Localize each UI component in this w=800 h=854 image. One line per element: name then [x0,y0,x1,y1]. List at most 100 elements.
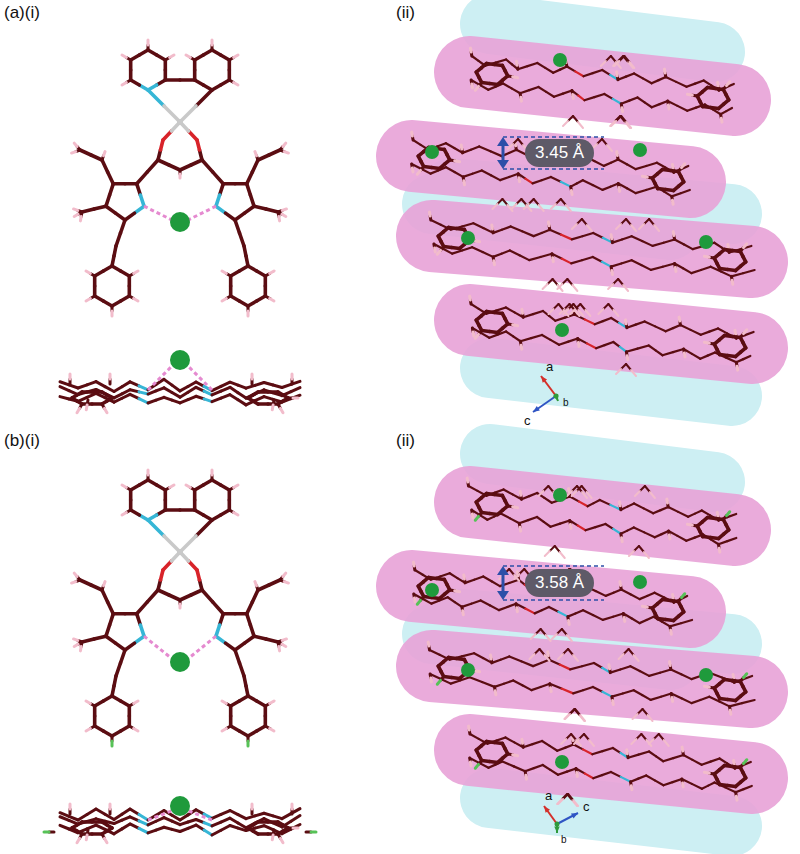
bond [196,90,212,106]
bond [582,233,593,236]
bond [191,590,202,595]
bond [239,266,248,271]
bond [186,55,190,58]
axis-label: c [583,800,590,814]
bond [578,339,587,344]
bond [69,374,72,379]
bond [711,759,720,762]
bond [234,485,238,488]
bond [430,650,440,655]
bond [743,773,746,778]
bond [735,796,739,800]
bond [692,354,700,359]
bond [247,741,250,746]
bond [520,338,531,341]
bond [576,769,585,774]
bond [462,575,466,579]
bond [180,165,191,170]
bond [568,116,573,121]
bond [501,251,509,254]
bond [663,782,672,785]
bond [684,244,693,249]
bond [520,309,524,313]
bond [516,604,525,609]
bond [234,55,238,58]
bond [716,512,720,516]
bond [714,243,721,248]
chloride-ion [553,53,567,67]
bond [455,159,460,163]
bond [576,740,581,746]
bond [520,345,524,349]
panel-label: (a)(i) [4,4,40,23]
bond [634,504,644,509]
arrowhead [571,813,578,818]
bond [69,804,72,809]
bond [693,760,702,765]
bond [618,279,623,285]
bond [514,574,519,579]
bond [589,740,594,746]
platinum-atom [177,119,183,125]
bond [108,602,114,614]
bond [562,259,572,264]
bond [583,73,592,76]
bond [592,751,602,754]
bond [531,634,536,639]
bond [617,187,621,191]
bond [640,486,645,491]
bond [618,502,622,506]
bond [656,756,663,761]
molecule-side-view [44,796,316,843]
bond [474,577,483,580]
bond [74,644,78,646]
bond [534,233,542,236]
bond [668,535,672,539]
bond [565,315,575,318]
axis-label: b [563,397,569,408]
bond [558,612,567,617]
bond [584,97,594,100]
bond [671,670,681,675]
bond [691,270,701,273]
bond [564,714,569,719]
bond [520,255,530,260]
bond [743,270,755,273]
bond [460,145,464,149]
bond [575,610,583,613]
axis-origin [554,394,559,399]
bond [557,284,562,289]
bond [433,248,437,252]
bond [602,692,611,697]
bond [743,687,746,692]
bond [631,779,639,782]
bond [701,267,711,270]
bond [559,342,568,345]
bond [726,512,729,516]
bond [743,760,746,764]
bond [180,595,191,600]
bond [86,701,90,704]
bond [637,98,644,103]
bond [567,769,576,772]
bond [216,625,220,636]
dashed-guide [503,168,604,170]
bond [533,311,543,314]
bond [557,748,565,751]
bond [558,654,563,659]
bond [488,87,495,90]
axis-arrow [533,396,556,412]
hirshfeld-surface [470,502,735,530]
bond [587,225,592,231]
bond [550,684,562,689]
bond [729,703,742,706]
bond [551,524,561,527]
bond [196,520,212,536]
bond [695,81,704,84]
bond [578,310,583,316]
bond [646,163,657,166]
bond [672,232,676,236]
bond [681,607,684,612]
chloride-ion [699,235,713,249]
bond [642,241,652,246]
